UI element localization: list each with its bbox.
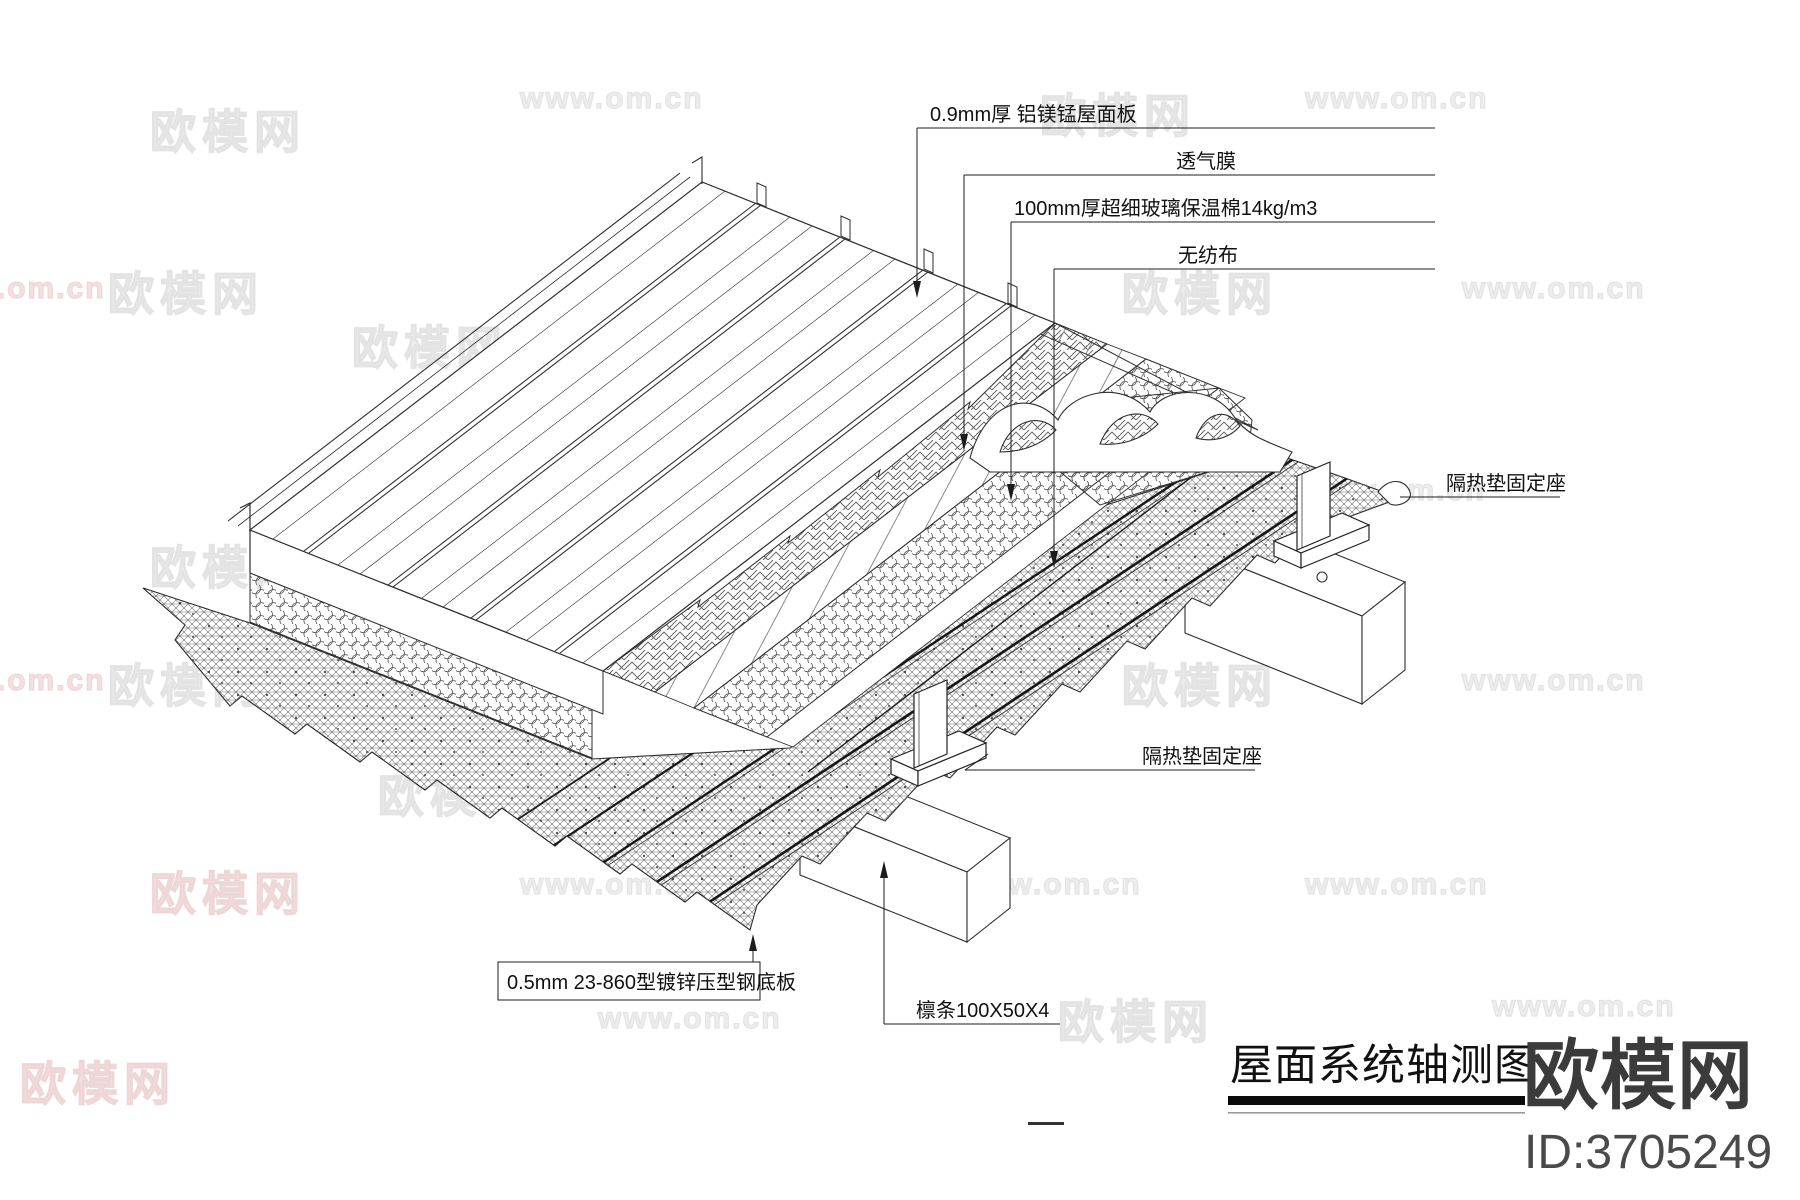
roof-panels <box>227 156 1057 672</box>
callout-steel-deck: 0.5mm 23-860型镀锌压型钢底板 <box>507 971 796 994</box>
watermark: www.om.cn <box>1461 663 1646 697</box>
model-id: ID:3705249 <box>1524 1126 1772 1179</box>
callout-nonwoven: 无纺布 <box>1178 244 1238 267</box>
drawing-title: 屋面系统轴测图 <box>1230 1042 1538 1090</box>
leader-lines <box>497 127 1560 1025</box>
watermark: www.om.cn <box>1461 271 1646 305</box>
callout-insulation: 100mm厚超细玻璃保温棉14kg/m3 <box>1014 197 1317 220</box>
title-block: 屋面系统轴测图 欧模网 ID:3705249 <box>1028 1034 1772 1179</box>
clip-2 <box>1272 461 1371 569</box>
callout-roof-panel: 0.9mm厚 铝镁锰屋面板 <box>930 103 1137 126</box>
watermark: 欧模网 <box>107 267 264 320</box>
callout-purlin: 檩条100X50X4 <box>916 999 1049 1022</box>
watermark: www.om.cn <box>0 271 106 305</box>
watermark: www.om.cn <box>519 81 704 115</box>
seam-end-tabs <box>756 182 1018 308</box>
watermark: 欧模网 <box>19 1057 176 1110</box>
watermark: 欧模网 <box>149 105 306 158</box>
callout-membrane: 透气膜 <box>1176 150 1236 173</box>
ridge-cap <box>227 156 703 532</box>
leader-arrows <box>749 281 1058 951</box>
callout-clip-right: 隔热垫固定座 <box>1446 472 1566 495</box>
watermark: www.om.cn <box>1304 867 1489 901</box>
watermark: www.om.cn <box>1304 81 1489 115</box>
callout-clip-bottom: 隔热垫固定座 <box>1142 745 1262 768</box>
watermark: 欧模网 <box>1121 267 1278 320</box>
watermark: 欧模网 <box>1039 89 1196 142</box>
watermark: 欧模网 <box>1057 995 1214 1048</box>
title-underline-thick <box>1228 1096 1525 1105</box>
title-underline-thin <box>1228 1112 1525 1114</box>
watermark: www.om.cn <box>597 1001 782 1035</box>
membrane-wave-drape <box>969 391 1411 506</box>
clip-1 <box>889 679 988 787</box>
watermark: 欧模网 <box>149 867 306 920</box>
watermark: www.om.cn <box>0 663 106 697</box>
watermark: www.om.cn <box>1491 989 1676 1023</box>
watermark: 欧模网 <box>1121 659 1278 712</box>
site-logo: 欧模网 <box>1523 1034 1754 1119</box>
